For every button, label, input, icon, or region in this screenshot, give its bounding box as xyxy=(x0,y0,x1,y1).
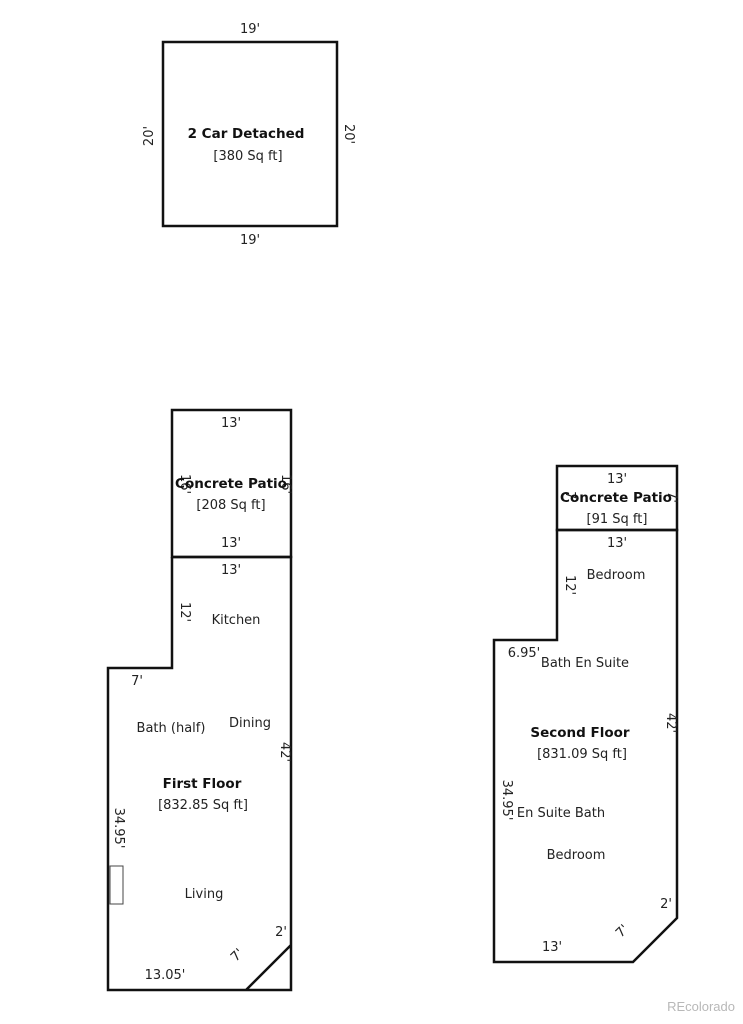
sf-dim-corner-diag: 7' xyxy=(613,922,632,941)
sf-area: [831.09 Sq ft] xyxy=(537,747,627,762)
garage-dim-top: 19' xyxy=(240,22,260,37)
sf-dim-step: 6.95' xyxy=(508,646,541,661)
sf-dim-bottom: 13' xyxy=(542,940,562,955)
ff-patio-dim-bottom: 13' xyxy=(221,536,241,551)
sf-name: Second Floor xyxy=(530,725,630,741)
sf-dim-top: 13' xyxy=(607,536,627,551)
garage-dim-bottom: 19' xyxy=(240,233,260,248)
garage-dim-left: 20' xyxy=(142,126,157,146)
sf-dim-right: 42' xyxy=(663,713,678,733)
sf-patio-dim-left: 7' xyxy=(562,491,577,503)
sf-patio-name: Concrete Patio xyxy=(560,490,672,506)
ff-patio-dim-left: 16' xyxy=(177,474,192,494)
sf-patio-dim-top: 13' xyxy=(607,472,627,487)
ff-patio-area: [208 Sq ft] xyxy=(196,498,265,513)
ff-dim-step: 7' xyxy=(131,674,143,689)
garage: 19' 19' 20' 20' 2 Car Detached [380 Sq f… xyxy=(142,22,356,248)
first-floor: 13' 16' 16' Concrete Patio [208 Sq ft] 1… xyxy=(106,408,293,992)
ff-dim-corner-side: 2' xyxy=(275,925,287,940)
ff-dim-left: 34.95' xyxy=(111,808,126,849)
sf-patio-dim-right: 7' xyxy=(664,491,679,503)
sf-patio-area: [91 Sq ft] xyxy=(587,512,648,527)
ff-room-kitchen: Kitchen xyxy=(212,613,261,628)
first-floor-outline xyxy=(106,555,293,992)
ff-patio-dim-top: 13' xyxy=(221,416,241,431)
sf-dim-left: 34.95' xyxy=(499,780,514,821)
second-floor: 13' 7' 7' Concrete Patio [91 Sq ft] 13' … xyxy=(492,464,679,964)
sf-room-bedroom-lower: Bedroom xyxy=(547,848,606,863)
watermark-logo: REcolorado xyxy=(667,999,735,1014)
ff-dim-bottom: 13.05' xyxy=(145,968,186,983)
ff-name: First Floor xyxy=(163,776,242,792)
garage-area: [380 Sq ft] xyxy=(213,149,282,164)
fireplace xyxy=(109,865,124,905)
sf-dim-corner-side: 2' xyxy=(660,897,672,912)
ff-dim-top: 13' xyxy=(221,563,241,578)
ff-dim-right: 42' xyxy=(277,742,292,762)
garage-outline xyxy=(161,40,339,228)
ff-patio-name: Concrete Patio xyxy=(175,476,287,492)
ff-room-bath-half: Bath (half) xyxy=(137,721,206,736)
garage-name: 2 Car Detached xyxy=(188,126,305,142)
ff-dim-kitchen-left: 12' xyxy=(177,602,192,622)
ff-area: [832.85 Sq ft] xyxy=(158,798,248,813)
sf-dim-upper-left: 12' xyxy=(562,575,577,595)
ff-room-living: Living xyxy=(185,887,224,902)
ff-patio-dim-right: 16' xyxy=(278,474,293,494)
ff-room-dining: Dining xyxy=(229,716,271,731)
ff-dim-corner-diag: 7' xyxy=(228,946,247,965)
sf-room-bath-en-suite: Bath En Suite xyxy=(541,656,629,671)
sf-room-en-suite-bath: En Suite Bath xyxy=(517,806,605,821)
sf-room-bedroom-upper: Bedroom xyxy=(587,568,646,583)
garage-dim-right: 20' xyxy=(341,124,356,144)
second-floor-outline xyxy=(492,528,679,964)
